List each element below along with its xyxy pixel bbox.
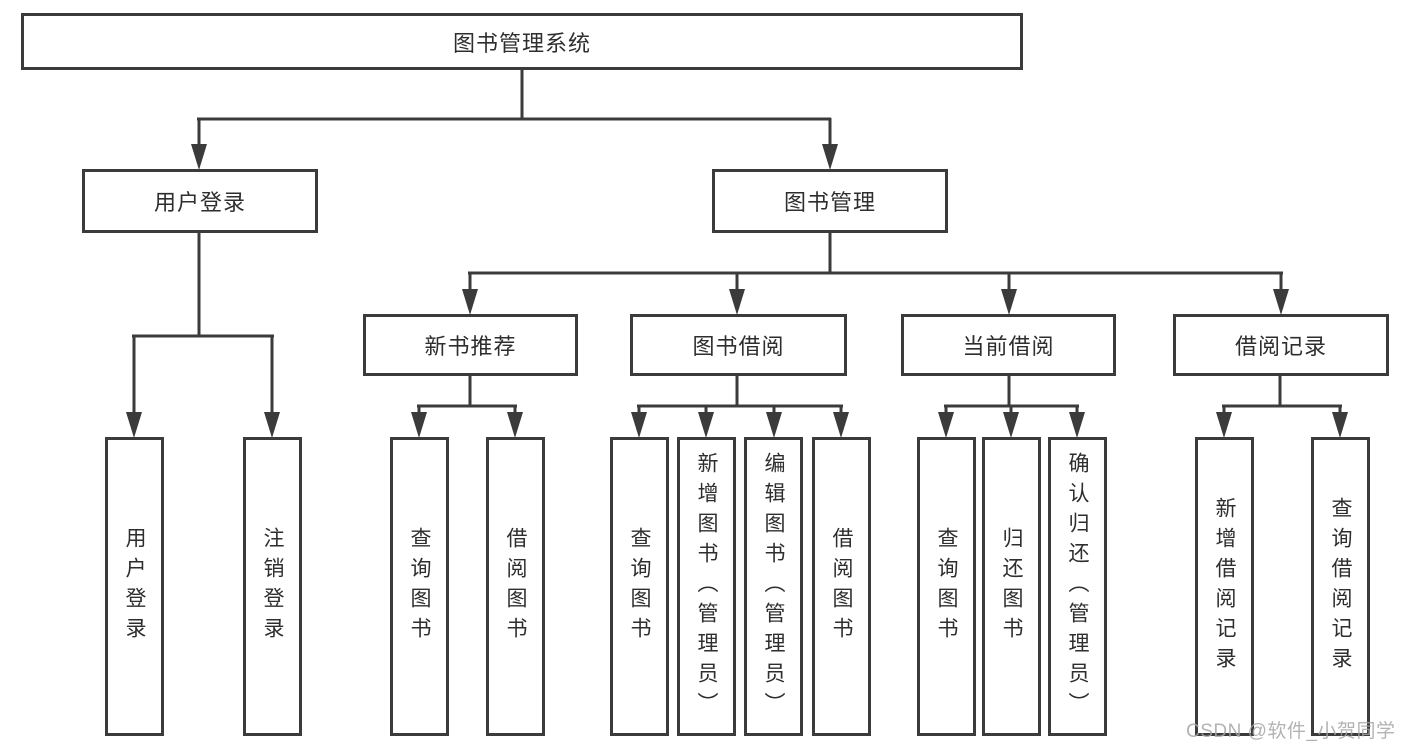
leaf-return-book: 归还图书 [982,437,1041,736]
leaf-borrow-books-2-label: 借阅图书 [830,526,853,647]
node-current-borrow: 当前借阅 [901,314,1116,376]
node-book-borrow-label: 图书借阅 [692,334,785,359]
connector-book-mgmt-to-level3 [468,232,1283,292]
arrowhead [766,412,782,438]
arrowhead [833,412,849,438]
leaf-logout: 注销登录 [243,437,302,736]
leaf-return-book-label: 归还图书 [1000,526,1023,647]
node-root: 图书管理系统 [21,13,1023,70]
leaf-query-books-2-label: 查询图书 [628,526,651,647]
node-new-book-recommend-label: 新书推荐 [424,334,517,359]
node-book-management-label: 图书管理 [783,190,876,215]
arrowhead [1069,412,1085,438]
leaf-logout-label: 注销登录 [261,526,284,647]
leaf-edit-book-admin: 编辑图书（管理员） [744,437,803,736]
node-user-login-label: 用户登录 [153,190,246,215]
leaf-borrow-books-1-label: 借阅图书 [504,526,527,647]
node-root-label: 图书管理系统 [452,30,591,56]
connector-root-to-level2 [197,69,832,146]
node-current-borrow-label: 当前借阅 [962,334,1055,359]
arrowhead [1273,289,1289,315]
leaf-query-borrow-record-label: 查询借阅记录 [1329,496,1352,677]
leaf-query-books-2: 查询图书 [610,437,669,736]
arrowhead [729,289,745,315]
arrowhead [264,412,280,438]
node-borrow-record-label: 借阅记录 [1234,334,1327,359]
connector-user-login-to-leaves [132,232,274,414]
leaf-confirm-return-admin: 确认归还（管理员） [1048,437,1107,736]
arrowhead [1332,412,1348,438]
node-borrow-record: 借阅记录 [1173,314,1389,376]
leaf-edit-book-admin-label: 编辑图书（管理员） [762,451,785,722]
leaf-borrow-books-1: 借阅图书 [486,437,545,736]
arrowhead [631,412,647,438]
connector-current-borrow-to-leaves [944,375,1079,415]
arrowhead [462,289,478,315]
leaf-borrow-books-2: 借阅图书 [812,437,871,736]
leaf-add-borrow-record: 新增借阅记录 [1195,437,1254,736]
leaf-confirm-return-admin-label: 确认归还（管理员） [1066,451,1089,722]
node-book-borrow: 图书借阅 [630,314,847,376]
leaf-query-books-3-label: 查询图书 [935,526,958,647]
arrowhead [507,412,523,438]
leaf-query-books-1: 查询图书 [390,437,449,736]
node-user-login: 用户登录 [82,169,318,233]
arrowhead [938,412,954,438]
connector-lines [132,69,1342,415]
leaf-user-login: 用户登录 [105,437,164,736]
arrowhead [126,412,142,438]
connector-book-borrow-to-leaves [637,375,843,415]
leaf-add-borrow-record-label: 新增借阅记录 [1213,496,1236,677]
arrowhead [191,144,207,170]
arrowhead [698,412,714,438]
arrowhead [411,412,427,438]
leaf-user-login-label: 用户登录 [123,526,146,647]
leaf-add-book-admin: 新增图书（管理员） [677,437,736,736]
leaf-query-borrow-record: 查询借阅记录 [1311,437,1370,736]
connector-new-book-to-leaves [417,375,517,415]
leaf-query-books-1-label: 查询图书 [408,526,431,647]
connector-arrowheads [126,144,1348,438]
node-book-management: 图书管理 [712,169,948,233]
connector-borrow-record-to-leaves [1222,375,1342,415]
arrowhead [822,144,838,170]
arrowhead [1216,412,1232,438]
leaf-query-books-3: 查询图书 [917,437,976,736]
leaf-add-book-admin-label: 新增图书（管理员） [695,451,718,722]
arrowhead [1003,412,1019,438]
csdn-watermark: CSDN @软件_小贺同学 [1186,721,1396,742]
node-new-book-recommend: 新书推荐 [363,314,578,376]
arrowhead [1001,289,1017,315]
